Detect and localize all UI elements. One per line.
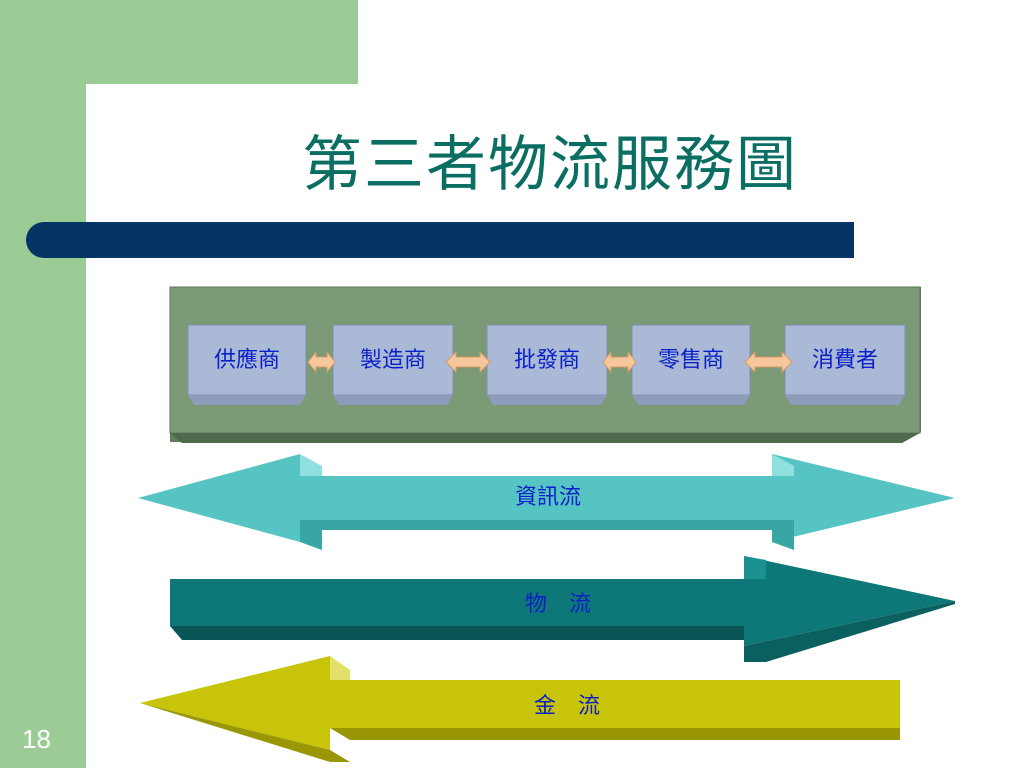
left-green-strip [0, 0, 86, 768]
node-box-1 [187, 324, 307, 405]
money-flow-arrow [140, 656, 900, 762]
node-label-consumer: 消費者 [811, 348, 878, 373]
info-flow-arrow [138, 454, 955, 550]
node-box-5 [784, 324, 906, 405]
top-green-block [0, 0, 358, 84]
logistics-flow-arrow [170, 556, 955, 662]
info-flow-label: 資訊流 [514, 485, 581, 510]
node-label-supplier: 供應商 [213, 348, 280, 373]
node-box-2 [332, 324, 454, 405]
link-arrow-3 [602, 350, 637, 374]
node-label-retailer: 零售商 [657, 348, 724, 373]
page-number: 18 [22, 724, 51, 754]
node-box-4 [631, 324, 751, 405]
link-arrow-2 [445, 350, 491, 374]
link-arrow-1 [307, 350, 336, 374]
link-arrow-4 [744, 350, 793, 374]
slide-title: 第三者物流服務圖 [302, 130, 798, 200]
logistics-flow-label: 物 流 [524, 592, 591, 617]
title-underline-bar [26, 222, 854, 258]
money-flow-label: 金 流 [533, 694, 600, 719]
node-label-manufacturer: 製造商 [359, 348, 426, 373]
node-label-wholesaler: 批發商 [513, 348, 580, 373]
